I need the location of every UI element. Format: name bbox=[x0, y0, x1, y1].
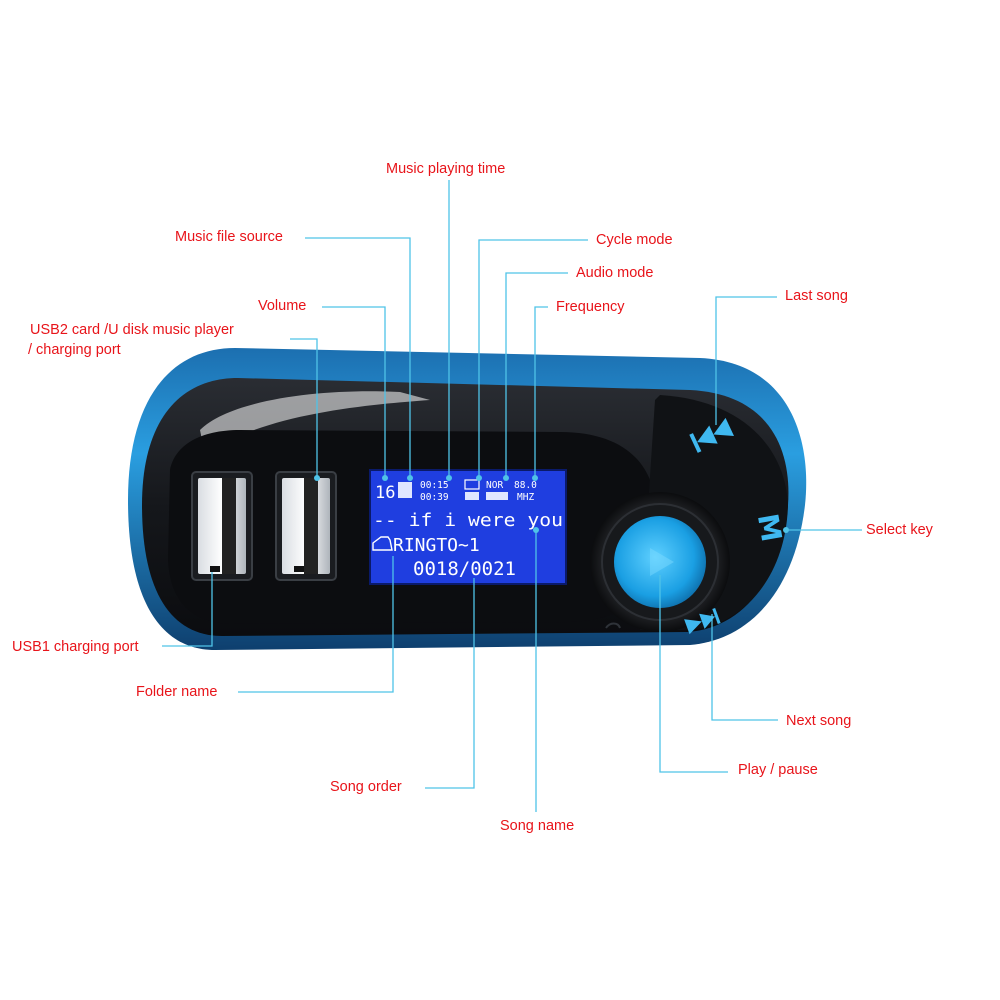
last-song-button-icon bbox=[689, 417, 735, 453]
leader-usb2 bbox=[290, 338, 318, 478]
lcd-frequency: 88.0 bbox=[514, 480, 537, 491]
lcd-display: 16 00:15 00:39 NOR 88.0 MHZ -- if i were… bbox=[369, 469, 567, 585]
lcd-frequency-unit: MHZ bbox=[517, 492, 534, 503]
label-music-file-source: Music file source bbox=[175, 229, 283, 245]
leader-lines bbox=[162, 180, 862, 812]
label-usb2-line2: / charging port bbox=[28, 342, 121, 358]
top-highlight bbox=[200, 391, 430, 455]
usb1-port bbox=[191, 471, 253, 581]
lcd-track-counter: 0018/0021 bbox=[413, 558, 516, 580]
label-folder-name: Folder name bbox=[136, 684, 218, 700]
sd-card-icon bbox=[398, 482, 412, 498]
label-play-pause: Play / pause bbox=[738, 762, 818, 778]
lcd-time-elapsed: 00:15 bbox=[420, 480, 449, 491]
next-song-button-icon bbox=[684, 607, 721, 635]
usb2-port bbox=[275, 471, 337, 581]
lcd-time-total: 00:39 bbox=[420, 492, 449, 503]
label-audio-mode: Audio mode bbox=[576, 265, 654, 281]
label-last-song: Last song bbox=[785, 288, 848, 304]
audio-mode-icon bbox=[486, 492, 508, 500]
leader-volume bbox=[322, 306, 386, 478]
leader-play-pause bbox=[659, 575, 728, 773]
leader-last-song bbox=[715, 296, 777, 425]
repeat-all-icon bbox=[465, 492, 479, 500]
folder-icon bbox=[372, 536, 393, 551]
leader-cycle-mode bbox=[478, 239, 588, 478]
cycle-mode-icon bbox=[464, 479, 480, 490]
lcd-song-title: -- if i were you bbox=[373, 510, 563, 531]
label-usb2-line1: USB2 card /U disk music player bbox=[30, 322, 234, 338]
leader-music-file-source bbox=[305, 237, 411, 478]
leader-song-order bbox=[425, 578, 475, 789]
play-pause-knob bbox=[590, 492, 730, 632]
label-song-name: Song name bbox=[500, 818, 575, 834]
select-key-glyph: M bbox=[751, 511, 788, 544]
lcd-folder: RINGTO~1 bbox=[393, 535, 480, 556]
label-cycle-mode: Cycle mode bbox=[596, 232, 673, 248]
leader-next-song bbox=[711, 614, 778, 721]
select-key-icon: M bbox=[751, 511, 788, 544]
mic-hole bbox=[605, 622, 621, 629]
lcd-audio-mode: NOR bbox=[486, 480, 503, 491]
leader-audio-mode bbox=[505, 272, 568, 478]
label-select-key: Select key bbox=[866, 522, 933, 538]
knob-center bbox=[614, 516, 706, 608]
lcd-volume: 16 bbox=[375, 483, 395, 503]
label-music-playing-time: Music playing time bbox=[386, 161, 506, 177]
leader-folder-name bbox=[238, 556, 394, 693]
label-volume: Volume bbox=[258, 298, 307, 314]
play-icon bbox=[650, 548, 674, 576]
label-usb1-charging-port: USB1 charging port bbox=[12, 639, 139, 655]
leader-dots bbox=[314, 475, 789, 533]
leader-usb1 bbox=[162, 572, 213, 647]
leader-frequency bbox=[534, 306, 548, 478]
label-frequency: Frequency bbox=[556, 299, 625, 315]
label-song-order: Song order bbox=[330, 779, 402, 795]
label-next-song: Next song bbox=[786, 713, 852, 729]
